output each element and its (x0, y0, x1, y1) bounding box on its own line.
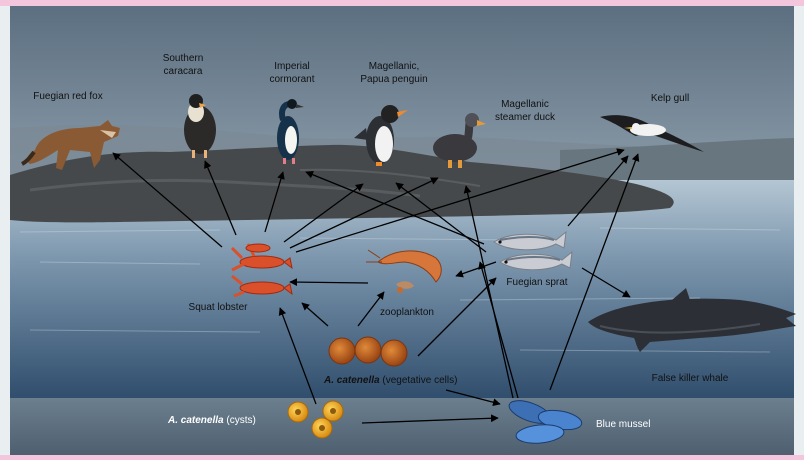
label-false-killer-whale: False killer whale (630, 372, 750, 385)
label-catenella-vegetative-suffix: (vegetative cells) (382, 375, 457, 386)
label-fuegian-sprat: Fuegian sprat (492, 276, 582, 289)
label-kelp-gull: Kelp gull (630, 92, 710, 105)
label-zooplankton: zooplankton (362, 306, 452, 319)
label-catenella-vegetative: A. catenella (vegetative cells) (324, 374, 484, 387)
label-catenella-cysts: A. catenella (cysts) (168, 414, 298, 427)
label-blue-mussel: Blue mussel (596, 418, 676, 431)
label-magellanic-papua-penguin: Magellanic, Papua penguin (344, 60, 444, 86)
seabed (10, 398, 794, 455)
label-southern-caracara: Southern caracara (148, 52, 218, 78)
label-catenella-cysts-genus: A. catenella (168, 415, 224, 426)
label-catenella-cysts-suffix: (cysts) (226, 415, 255, 426)
label-catenella-vegetative-genus: A. catenella (324, 375, 380, 386)
label-squat-lobster: Squat lobster (168, 301, 268, 314)
label-magellanic-steamer-duck: Magellanic steamer duck (480, 98, 570, 124)
top-banner (0, 0, 804, 6)
label-fuegian-red-fox: Fuegian red fox (18, 90, 118, 103)
catenella-vegetative-cells-icon (329, 337, 407, 366)
label-imperial-cormorant: Imperial cormorant (252, 60, 332, 86)
